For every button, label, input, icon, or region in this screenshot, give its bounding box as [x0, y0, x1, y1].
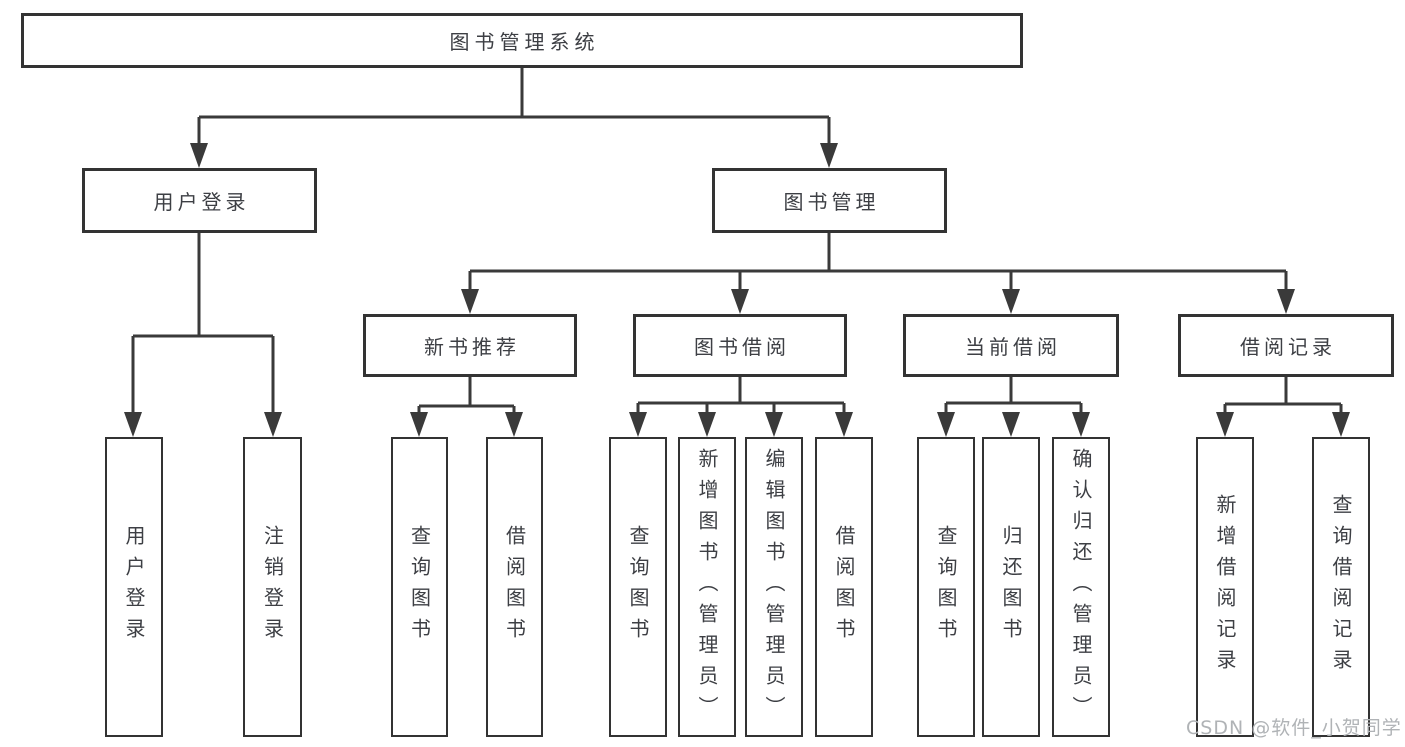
node-label: 编辑图书（管理员）	[762, 447, 786, 727]
node-label: 图书管理	[783, 190, 880, 214]
leaf-query-books-current: 查询图书	[917, 437, 975, 737]
node-book-borrowing: 图书借阅	[633, 314, 847, 377]
node-label: 用户登录	[122, 525, 146, 649]
node-label: 新增图书（管理员）	[695, 447, 719, 727]
node-label: 查询图书	[407, 525, 432, 649]
node-label: 查询借阅记录	[1329, 494, 1353, 680]
leaf-borrow-books-recommend: 借阅图书	[486, 437, 543, 737]
csdn-watermark: CSDN @软件_小贺同学	[1186, 717, 1402, 739]
node-label: 查询图书	[626, 525, 650, 649]
node-label: 图书借阅	[694, 335, 790, 359]
leaf-add-borrow-record: 新增借阅记录	[1196, 437, 1254, 737]
node-label: 新书推荐	[424, 335, 520, 359]
node-new-book-recommendation: 新书推荐	[363, 314, 577, 377]
node-label: 确认归还（管理员）	[1069, 447, 1093, 727]
node-label: 当前借阅	[965, 335, 1061, 359]
leaf-confirm-return-admin: 确认归还（管理员）	[1052, 437, 1110, 737]
node-label: 归还图书	[999, 525, 1023, 649]
node-current-borrowing: 当前借阅	[903, 314, 1119, 377]
leaf-logout: 注销登录	[243, 437, 302, 737]
leaf-query-books-recommend: 查询图书	[391, 437, 448, 737]
node-label: 借阅图书	[502, 525, 527, 649]
leaf-return-books: 归还图书	[982, 437, 1040, 737]
node-label: 借阅图书	[832, 525, 856, 649]
node-label: 用户登录	[153, 190, 250, 214]
node-label: 注销登录	[260, 525, 285, 649]
leaf-borrow-books: 借阅图书	[815, 437, 873, 737]
node-user-login: 用户登录	[82, 168, 317, 233]
node-label: 新增借阅记录	[1213, 494, 1237, 680]
arrowheads	[124, 143, 1350, 437]
node-book-management: 图书管理	[712, 168, 947, 233]
leaf-edit-books-admin: 编辑图书（管理员）	[745, 437, 803, 737]
leaf-add-books-admin: 新增图书（管理员）	[678, 437, 736, 737]
node-book-management-system: 图书管理系统	[21, 13, 1023, 68]
node-borrowing-records: 借阅记录	[1178, 314, 1394, 377]
leaf-query-books-borrow: 查询图书	[609, 437, 667, 737]
leaf-query-borrow-record: 查询借阅记录	[1312, 437, 1370, 737]
node-label: 借阅记录	[1240, 335, 1336, 359]
node-label: 查询图书	[934, 525, 958, 649]
leaf-user-login: 用户登录	[105, 437, 163, 737]
node-label: 图书管理系统	[449, 30, 600, 54]
